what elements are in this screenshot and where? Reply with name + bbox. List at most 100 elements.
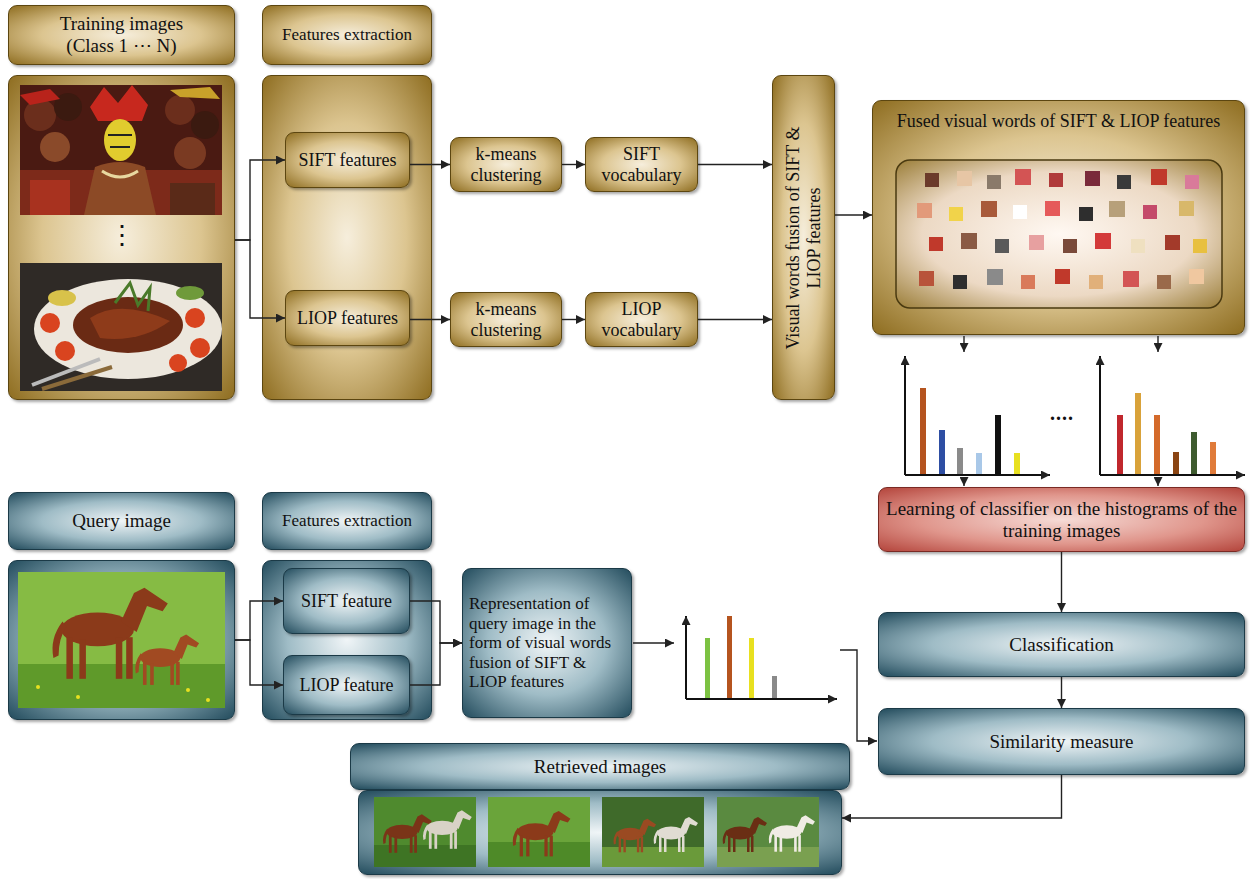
box-text: Classification [1009,634,1113,656]
training-histogram [957,448,963,474]
retrieved-photos [488,797,590,867]
tribal-photo [174,137,206,169]
connector-arrow [842,775,1062,818]
ellipsis-mark: ⋮ [9,222,234,251]
horse-photo [36,685,40,689]
header-text: Query image [72,510,171,532]
retrieved-photos [602,797,704,867]
query-histogram [749,638,754,698]
box-text: LIOP feature [300,675,394,696]
header-text: Features extraction [282,25,412,45]
patch [1015,169,1031,185]
box-text: k-means clustering [457,299,555,340]
rotated-text: Visual words fusion of SIFT & LIOP featu… [783,123,824,353]
query-histogram [727,616,732,698]
patch [1095,233,1111,249]
connector-arrow [698,164,772,165]
horse-photo [135,635,199,685]
retrieved-photos [769,815,815,851]
retrieved-photos [488,842,590,867]
tribal-photo [20,85,222,215]
patch [1165,235,1180,250]
retrieved-photos [602,847,704,867]
retrieved-photos [654,817,698,852]
horse-photo [18,572,225,708]
training-histogram [1117,415,1123,474]
patch [961,233,977,249]
patch [919,271,934,286]
retrieved-photos [717,847,819,867]
classifier-box: Learning of classifier on the histograms… [878,487,1245,552]
dots-label: .... [1050,402,1074,425]
patch [949,207,963,221]
food-photo [185,308,205,328]
food-photo [176,286,204,300]
process-box: LIOP vocabulary [585,292,698,347]
patch [1021,275,1035,289]
header-box: Features extraction [262,5,432,65]
tribal-photo [24,99,56,131]
food-photo [34,279,222,379]
connector-arrow [562,164,585,165]
tribal-photo [54,93,82,121]
training-histogram [976,453,982,474]
flow-arrow [633,642,674,643]
tribal-photo [20,85,222,215]
flow-arrow [963,479,964,486]
tribal-photo [191,111,219,139]
horse-photo [206,698,210,702]
patch [929,237,943,251]
training-histogram [1173,452,1179,474]
header-box: Query image [8,492,235,550]
patch [957,171,972,186]
retrieved-photos [374,797,476,867]
patch [1079,207,1093,221]
training-histogram [905,474,1050,476]
tribal-photo [108,135,132,147]
food-photo [40,313,60,333]
retrieved-photos [423,810,472,849]
process-box: LIOP feature [283,655,410,715]
food-photo [115,283,150,311]
patch [987,269,1003,285]
connector-arrow [698,319,772,320]
patch [1045,201,1060,216]
connector-arrow [410,319,450,320]
horse-photo [186,688,190,692]
patch [925,173,939,187]
tribal-photo [20,89,60,105]
patch [1049,173,1063,187]
visual-word-patches [896,160,1222,308]
training-histogram [1154,415,1160,474]
patch [1151,169,1167,185]
connector-arrow [410,164,450,165]
patch [995,239,1009,253]
connector-arrow [835,214,872,215]
patch [917,169,1207,289]
retrieved-photos [614,819,657,853]
patch [1131,239,1145,253]
tribal-photo [40,132,70,162]
box-text: Fused visual words of SIFT & LIOP featur… [897,111,1220,132]
box-text: Learning of classifier on the histograms… [885,498,1238,542]
training-histogram [1210,442,1216,474]
panel-box [262,75,432,400]
retrieved-photos [513,811,571,857]
horse-photo [18,572,225,708]
process-box: SIFT vocabulary [585,137,698,192]
tribal-photo [165,95,195,125]
training-histogram [995,415,1001,474]
query-histogram [686,698,837,700]
food-photo [48,290,76,306]
tribal-photo [90,85,148,121]
horse-photo [9,561,233,719]
tribal-photo [102,171,138,177]
extraction-group: Features extractionSIFT featuresLIOP fea… [262,5,432,400]
patch [1157,275,1171,289]
tribal-photo [170,183,215,215]
box-text: LIOP features [297,308,398,329]
flow-arrow [1157,479,1158,486]
food-photo [169,354,187,372]
query-histogram [772,676,777,698]
tribal-photo [30,180,70,215]
